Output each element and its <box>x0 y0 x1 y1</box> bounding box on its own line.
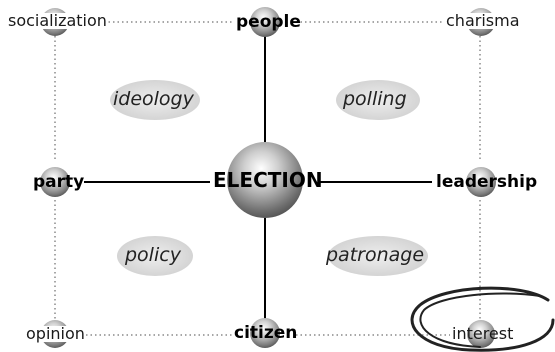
quadrant-label-bottom-right: patronage <box>326 244 425 266</box>
sphere-corner-bottom-right <box>467 320 495 348</box>
ellipse-ideology <box>110 80 200 120</box>
sphere-top <box>250 7 280 37</box>
quadrant-label-bottom-left: policy <box>125 244 181 266</box>
corner-label-bottom-right: interest <box>452 324 514 343</box>
circle-mark-stroke-1 <box>410 286 555 352</box>
corner-label-top-left: socialization <box>8 11 107 30</box>
sphere-right <box>466 167 496 197</box>
sphere-left <box>40 167 70 197</box>
node-label-right: leadership <box>436 172 538 192</box>
quadrant-ellipses <box>110 80 428 276</box>
ellipse-polling <box>336 80 420 120</box>
sphere-bottom <box>250 318 280 348</box>
ellipse-policy <box>117 236 193 276</box>
quadrant-label-top-left: ideology <box>113 88 194 110</box>
ellipse-patronage <box>328 236 428 276</box>
corner-label-bottom-left: opinion <box>26 324 85 343</box>
sphere-center <box>227 142 303 218</box>
dotted-frame <box>54 21 481 336</box>
quadrant-label-top-right: polling <box>343 88 407 110</box>
node-label-top: people <box>236 12 301 32</box>
axis-lines <box>84 36 432 320</box>
node-label-bottom: citizen <box>234 323 298 343</box>
circle-mark <box>410 286 555 352</box>
corner-label-top-right: charisma <box>446 11 520 30</box>
center-label: ELECTION <box>213 168 323 192</box>
circle-mark-stroke-2 <box>419 292 541 348</box>
node-label-left: party <box>33 172 85 192</box>
